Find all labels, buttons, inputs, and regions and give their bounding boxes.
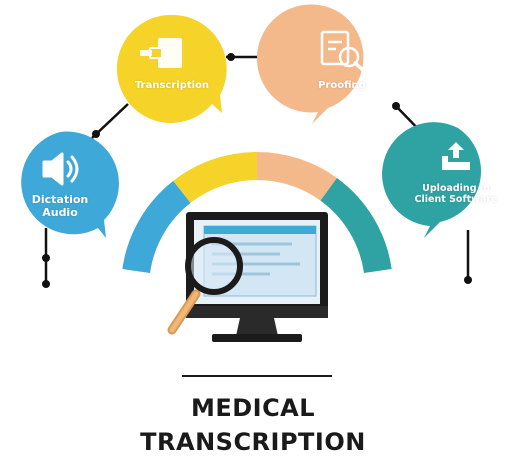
page-title-line1: MEDICAL [190, 394, 316, 422]
label-uploading-line2: Client Software [414, 193, 498, 205]
page-title-line2: TRANSCRIPTION [140, 428, 366, 456]
screen-window-titlebar [204, 226, 316, 234]
bubble-uploading [382, 122, 482, 238]
connector-dot [42, 254, 50, 262]
monitor-chin [186, 306, 328, 318]
speaker-icon [42, 152, 79, 186]
arc-segment-transcription [173, 152, 258, 204]
label-uploading-line1: Uploading in [422, 183, 490, 194]
label-proofing: Proofing [300, 80, 384, 92]
bubble-dictation [21, 131, 119, 238]
label-proofing-line1: Proofing [318, 80, 366, 91]
progress-arc [122, 152, 392, 274]
connector-dot [42, 280, 50, 288]
label-dictation-line1: Dictation [31, 193, 89, 206]
bubble-transcription [116, 14, 227, 123]
arc-segment-dictation [122, 180, 191, 274]
connector-dot [227, 53, 235, 61]
upload-icon [442, 142, 470, 170]
connector-dot [92, 130, 100, 138]
step-proofing [256, 4, 366, 124]
label-dictation: Dictation Audio [20, 193, 100, 219]
label-transcription-line1: Transcription [134, 80, 210, 91]
magnifier-icon [167, 237, 243, 335]
label-transcription: Transcription [124, 80, 220, 92]
step-transcription [116, 14, 227, 123]
connector-dot [392, 102, 400, 110]
step-dictation [21, 131, 119, 238]
monitor-neck [236, 318, 278, 336]
transcription-icon [140, 38, 182, 68]
bubble-proofing [256, 4, 364, 124]
monitor-base [212, 334, 302, 342]
label-uploading: Uploading in Client Software [404, 183, 506, 206]
arc-segment-proofing [256, 152, 337, 201]
step-uploading [382, 122, 482, 238]
label-dictation-line2: Audio [42, 205, 78, 219]
proofing-icon [320, 30, 366, 73]
arc-segment-uploading [320, 177, 392, 274]
connector-dot [464, 276, 472, 284]
